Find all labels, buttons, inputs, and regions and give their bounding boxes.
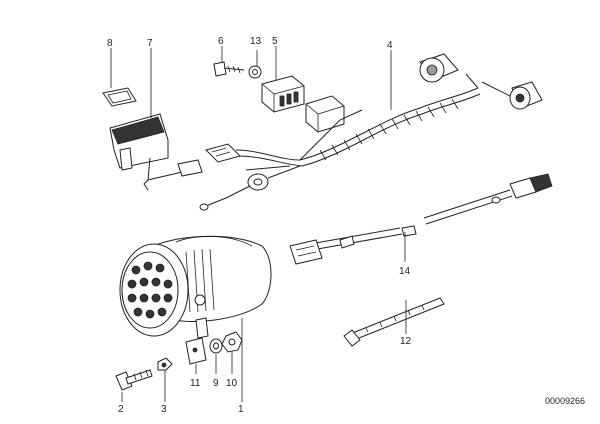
callout-2: 2 (118, 404, 124, 415)
callout-10: 10 (226, 378, 238, 389)
callout-14: 14 (399, 266, 411, 277)
drawing-reference-number: 00009266 (545, 396, 585, 406)
callout-12: 12 (400, 336, 412, 347)
nut-part-10 (221, 331, 243, 353)
bolt-part-2 (115, 369, 153, 391)
callout-11: 11 (190, 378, 201, 389)
cable-tie-part-12 (343, 297, 445, 347)
callout-1: 1 (238, 404, 244, 415)
washer-part-9 (209, 338, 223, 354)
callout-labels: 8 7 6 13 5 4 14 12 11 9 10 2 3 1 (107, 36, 412, 415)
callout-3: 3 (161, 404, 167, 415)
switch-part-7 (109, 113, 203, 191)
lamp-part-1 (119, 235, 272, 339)
callout-13: 13 (250, 36, 262, 47)
cable-part-14 (289, 173, 553, 265)
lamp-lens-pattern (127, 261, 173, 319)
callout-6: 6 (218, 36, 224, 47)
relay-part-5 (261, 75, 345, 133)
washer-part-13 (248, 65, 262, 79)
screw-part-6 (213, 61, 245, 77)
leader-lines (110, 46, 407, 402)
bracket-part-11 (185, 337, 207, 365)
callout-7: 7 (147, 38, 153, 49)
callout-8: 8 (107, 38, 113, 49)
callout-9: 9 (213, 378, 219, 389)
gasket-part-8 (102, 87, 137, 107)
lock-washer-part-3 (157, 357, 173, 371)
callout-4: 4 (387, 40, 393, 51)
harness-part-4 (199, 53, 543, 211)
callout-5: 5 (272, 36, 278, 47)
